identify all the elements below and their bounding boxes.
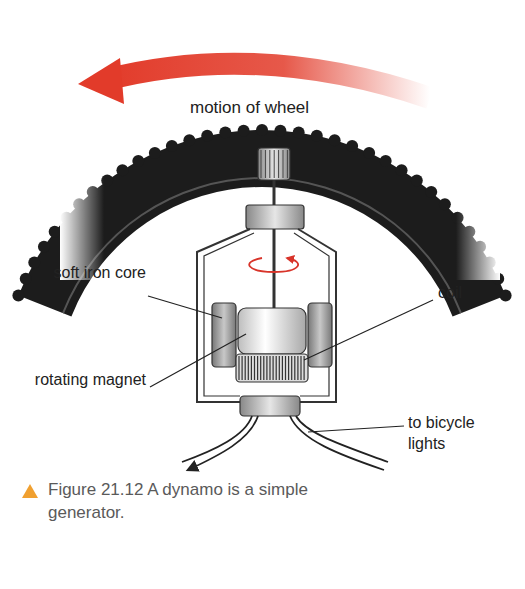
coil-winding bbox=[300, 356, 301, 380]
coil-winding bbox=[251, 356, 252, 380]
coil-winding bbox=[288, 356, 289, 380]
coil-winding bbox=[260, 356, 261, 380]
knurl bbox=[287, 150, 288, 178]
coil-winding bbox=[273, 356, 274, 380]
coil-winding bbox=[285, 356, 286, 380]
coil-winding bbox=[245, 356, 246, 380]
coil-winding bbox=[297, 356, 298, 380]
coil-winding bbox=[254, 356, 255, 380]
knurl bbox=[265, 150, 266, 178]
coil-winding bbox=[266, 356, 267, 380]
coil-winding bbox=[279, 356, 280, 380]
tread bbox=[20, 273, 32, 285]
tread bbox=[49, 226, 61, 238]
coil-winding bbox=[242, 356, 243, 380]
coil-winding bbox=[294, 356, 295, 380]
knurl bbox=[274, 150, 275, 178]
figure-caption: Figure 21.12 A dynamo is a simple genera… bbox=[48, 478, 323, 524]
part-label: soft iron core bbox=[20, 262, 146, 283]
knurl bbox=[269, 150, 270, 178]
knurl bbox=[283, 150, 284, 178]
part-label: rotating magnet bbox=[30, 369, 146, 390]
coil-winding bbox=[291, 356, 292, 380]
part-label: coil bbox=[438, 282, 508, 303]
coil-winding bbox=[238, 356, 239, 380]
tread bbox=[500, 290, 512, 302]
tread bbox=[28, 256, 40, 268]
coil-winding bbox=[263, 356, 264, 380]
motion-label: motion of wheel bbox=[190, 97, 350, 118]
coil-winding bbox=[282, 356, 283, 380]
tread bbox=[38, 241, 50, 253]
knurl bbox=[261, 150, 262, 178]
coil-winding bbox=[269, 356, 270, 380]
knurl bbox=[278, 150, 279, 178]
tread bbox=[12, 290, 24, 302]
coil-winding bbox=[248, 356, 249, 380]
coil-winding bbox=[257, 356, 258, 380]
part-label: to bicycle lights bbox=[408, 412, 514, 454]
coil-winding bbox=[276, 356, 277, 380]
